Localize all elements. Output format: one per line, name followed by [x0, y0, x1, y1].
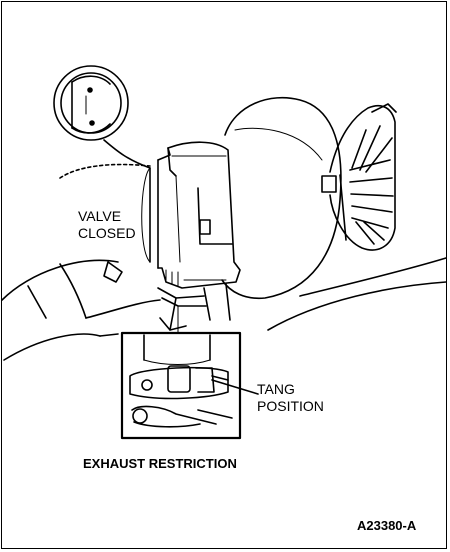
engine-outline [1, 259, 161, 361]
callout-line [103, 139, 151, 169]
tang-label-line-2: POSITION [257, 398, 324, 414]
figure-caption: EXHAUST RESTRICTION [83, 456, 237, 471]
tang-leader-line [211, 379, 259, 395]
valve-closed-label: VALVE CLOSED [78, 208, 136, 242]
exhaust-pipe-lower [267, 281, 447, 331]
turbine-housing [221, 96, 342, 300]
tang-position-label: TANG POSITION [257, 381, 324, 415]
tang-label-line-1: TANG [257, 381, 295, 397]
valve-label-line-1: VALVE [78, 208, 122, 224]
callout-dashed-line [59, 163, 151, 179]
bell-housing [321, 103, 397, 251]
tang-detail-box [120, 331, 242, 440]
exhaust-pipe-upper [299, 257, 447, 297]
valve-label-line-2: CLOSED [78, 225, 136, 241]
figure-id: A23380-A [357, 518, 417, 533]
throttle-body [141, 141, 241, 289]
lever-linkage [157, 283, 231, 331]
valve-detail-circle [53, 65, 129, 141]
